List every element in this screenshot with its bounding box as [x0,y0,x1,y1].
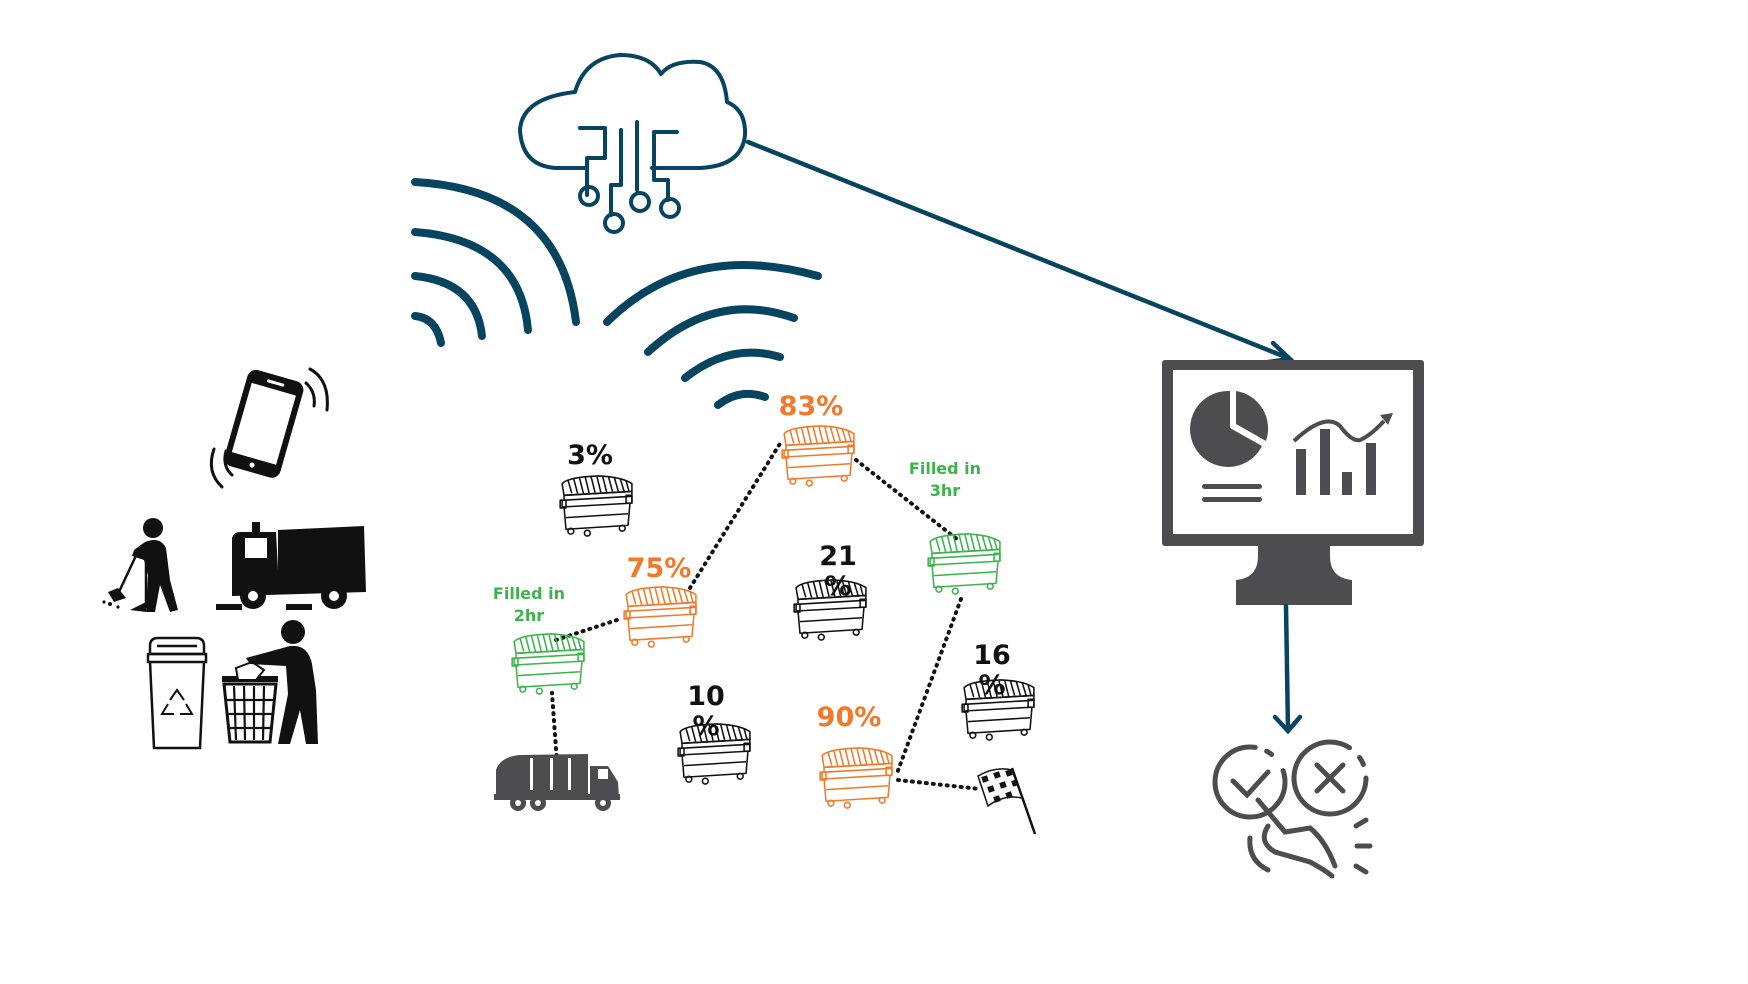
bin-10-fill-label: 10 % [676,681,736,743]
bin-83-fill-label: 83% [778,391,844,422]
pie-chart-icon [1190,390,1269,467]
checkered-flag-icon [977,767,1037,835]
bin-21-fill-unit: % [824,571,852,603]
pointing-hand [1247,797,1338,879]
recycle-symbol-icon [160,688,194,715]
person-throwing-litter-icon [222,620,318,744]
bin-21-fill-label: 21 % [808,541,868,603]
check-icon [1230,769,1271,799]
bin-16-fill-label: 16 % [962,640,1022,702]
collection-route [550,440,982,791]
x-mark-icon [1314,762,1346,794]
bin-3hr-prediction-label: Filled in 3hr [900,458,990,501]
vibrating-phone-icon [209,367,329,489]
arrow-dashboard-to-decision [1272,603,1303,735]
bin-10-fill-unit: % [692,711,720,743]
garbage-truck-icon [494,754,620,811]
bin-16-fill-value: 16 [973,640,1011,671]
bin-75-fill-label: 75% [626,553,692,584]
street-sweeper-truck-icon [216,522,366,610]
bin-3-fill-label: 3% [567,440,613,471]
approve-reject-hand-icon [1212,739,1373,879]
bin-2hr-prediction-label: Filled in 2hr [484,583,574,626]
bar-chart-icon [1292,413,1393,495]
cloud-circuit-icon [518,53,748,234]
bin-16-fill-unit: % [978,670,1006,702]
bin-2hr-prediction-line2: 2hr [513,605,545,625]
wifi-signal-icon-right [603,261,822,409]
bin-2hr-prediction-line1: Filled in [492,584,566,603]
street-sweeper-worker-icon [102,518,178,612]
bin-3hr-prediction-line1: Filled in [908,459,982,478]
approve-circle [1212,744,1288,820]
bin-3hr-prediction-line2: 3hr [929,480,961,500]
bin-10-fill-value: 10 [687,681,725,712]
bin-21-fill-value: 21 [819,541,857,572]
recycle-bin-icon [146,636,208,750]
bin-90-fill-label: 90% [816,702,882,733]
reject-circle [1291,739,1369,817]
wifi-signal-icon-left [411,178,580,347]
cloud-outline [518,53,748,170]
analytics-monitor-icon [1162,360,1424,605]
